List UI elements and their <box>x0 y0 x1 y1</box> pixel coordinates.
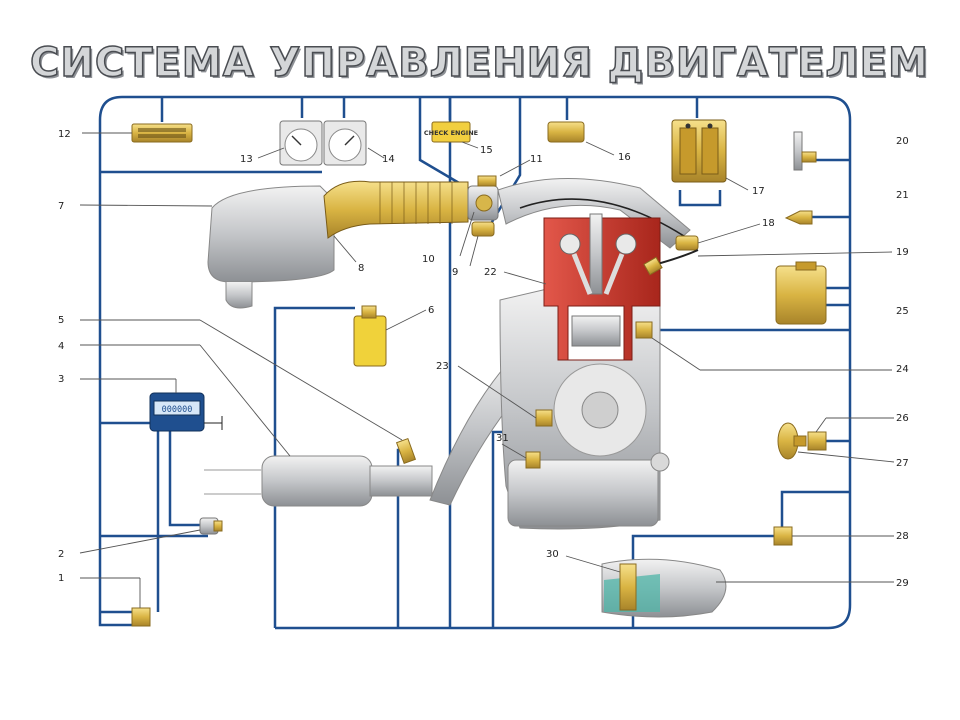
intake-manifold <box>497 177 691 249</box>
callout-14: 14 <box>382 154 395 165</box>
callout-17: 17 <box>752 186 765 197</box>
wire-28 <box>780 490 850 536</box>
check-engine-text: CHECK ENGINE <box>424 129 478 137</box>
sensor-20 <box>793 131 817 171</box>
callout-16: 16 <box>618 152 631 163</box>
coolant-sensor-23 <box>535 409 553 427</box>
wire-ecu-17 <box>678 190 722 207</box>
fuel-pump-30 <box>619 563 637 611</box>
spark-plug-wire-19 <box>643 249 699 276</box>
wire-left-trunk <box>98 120 138 627</box>
callout-6: 6 <box>428 305 434 316</box>
callout-3: 3 <box>58 374 64 385</box>
air-filter-7 <box>207 185 335 309</box>
knock-sensor-24 <box>635 321 653 339</box>
callout-12: 12 <box>58 129 71 140</box>
odometer-readout: 000000 <box>162 405 193 415</box>
ignition-module-17 <box>671 119 727 183</box>
callout-28: 28 <box>896 531 909 542</box>
crankshaft-sensor-31 <box>525 451 541 469</box>
callout-10: 10 <box>422 254 435 265</box>
check-engine-lamp-15: CHECK ENGINE <box>424 121 478 143</box>
callout-4: 4 <box>58 341 64 352</box>
diagnostic-connector-16 <box>547 121 585 143</box>
diagram-title: СИСТЕМА УПРАВЛЕНИЯ ДВИГАТЕЛЕМ <box>29 39 929 87</box>
callout-21: 21 <box>896 190 909 201</box>
callout-1: 1 <box>58 573 64 584</box>
callout-25: 25 <box>896 306 909 317</box>
callout-18: 18 <box>762 218 775 229</box>
callout-2: 2 <box>58 549 64 560</box>
cylinder-head-cutaway <box>543 213 661 361</box>
callout-7: 7 <box>58 201 64 212</box>
callout-27: 27 <box>896 458 909 469</box>
relay-1 <box>131 607 151 627</box>
tachometer-gauge-13 <box>279 120 323 166</box>
callout-15: 15 <box>480 145 493 156</box>
callout-22: 22 <box>484 267 497 278</box>
sensor-2 <box>199 517 223 535</box>
leader-lines <box>79 132 895 608</box>
sensor-26 <box>807 431 827 451</box>
callout-23: 23 <box>436 361 449 372</box>
callout-29: 29 <box>896 578 909 589</box>
callout-30: 30 <box>546 549 559 560</box>
throttle-sensor-11 <box>477 175 497 187</box>
speedometer-gauge-14 <box>323 120 367 166</box>
component-6 <box>353 305 387 367</box>
throttle-body-10 <box>467 185 499 221</box>
intake-hose-8 <box>323 180 469 239</box>
frame-wire <box>98 95 852 630</box>
sensor-27 <box>777 422 807 460</box>
callout-24: 24 <box>896 364 909 375</box>
sensor-21 <box>784 210 813 225</box>
callout-20: 20 <box>896 136 909 147</box>
lambda-sensor-5 <box>395 437 417 465</box>
ecu-3: 000000 <box>149 392 223 432</box>
wire-6-sensor <box>273 306 355 628</box>
callout-31: 31 <box>496 433 509 444</box>
callout-13: 13 <box>240 154 253 165</box>
injector-18 <box>675 235 699 251</box>
wire-3-to-2 <box>168 430 200 527</box>
callout-9: 9 <box>452 267 458 278</box>
callout-19: 19 <box>896 247 909 258</box>
relay-block-12 <box>131 123 193 143</box>
callout-11: 11 <box>530 154 543 165</box>
callout-5: 5 <box>58 315 64 326</box>
component-25 <box>775 261 827 325</box>
relay-28 <box>773 526 793 546</box>
callout-8: 8 <box>358 263 364 274</box>
callout-26: 26 <box>896 413 909 424</box>
idle-regulator-9 <box>471 221 495 237</box>
